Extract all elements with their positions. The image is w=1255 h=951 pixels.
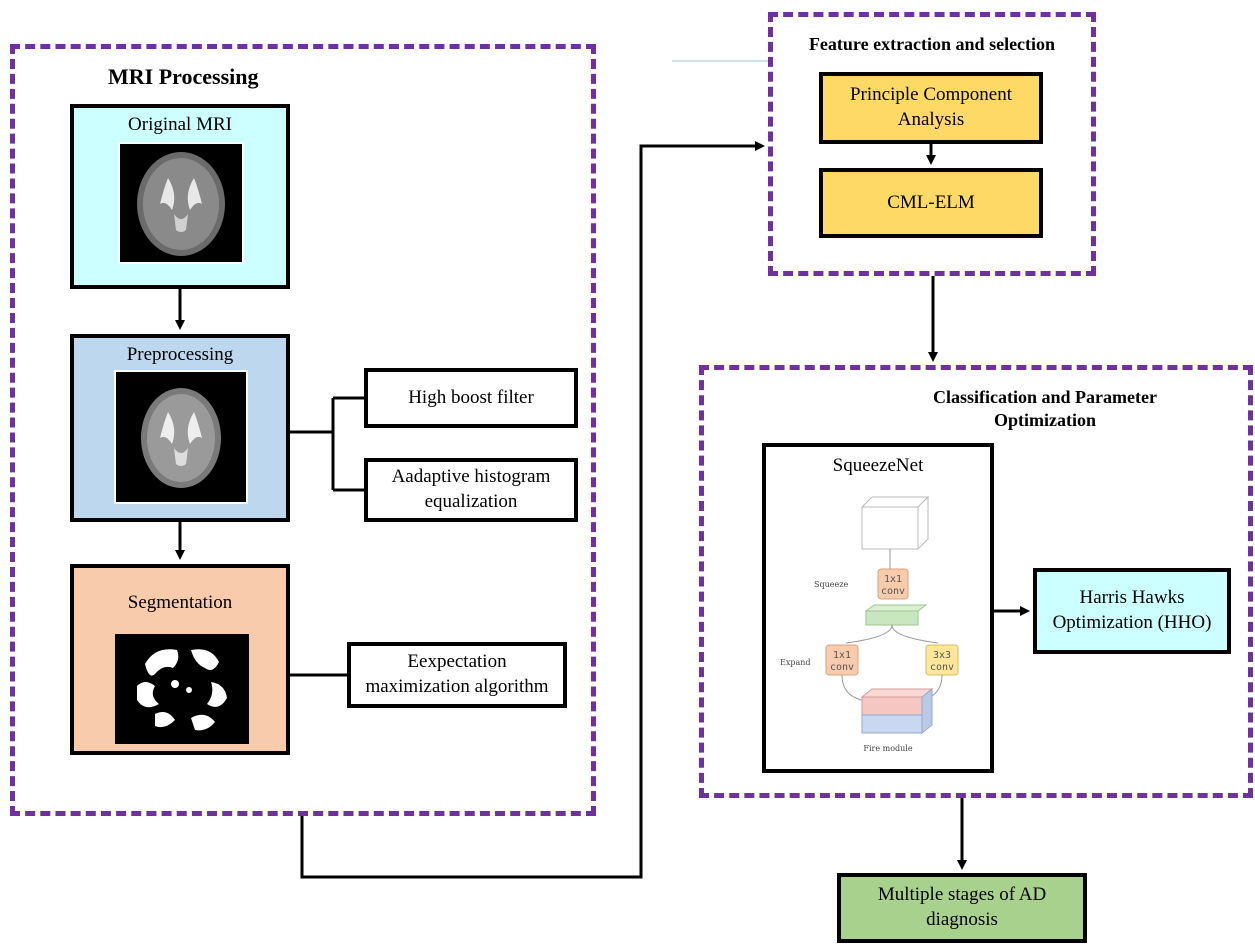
squeeze-conv-label: 1x1 [884, 574, 902, 585]
expand-text: Expand [780, 658, 811, 667]
mri-processing-title: MRI Processing [108, 64, 259, 89]
pca-box: Principle Component Analysis [819, 72, 1043, 144]
svg-text:conv: conv [830, 662, 854, 673]
preprocessing-box: Preprocessing [70, 334, 290, 522]
cml-elm-box: CML-ELM [819, 168, 1043, 238]
output-tensor-icon [860, 687, 934, 735]
ad-diagnosis-box: Multiple stages of AD diagnosis [837, 873, 1087, 943]
squeeze-text: Squeeze [814, 580, 848, 589]
segmentation-box: Segmentation [70, 564, 290, 755]
brain-scan-icon [141, 388, 221, 488]
mri-processing-group [10, 44, 596, 816]
feature-extraction-group [768, 12, 1096, 276]
brain-scan-icon [137, 152, 225, 256]
svg-text:1x1: 1x1 [833, 650, 851, 661]
svg-text:3x3: 3x3 [933, 650, 951, 661]
preprocessing-image [114, 370, 248, 504]
original-mri-image [118, 142, 244, 264]
segmentation-label: Segmentation [127, 592, 233, 613]
squeeze-output-icon [864, 604, 928, 626]
original-mri-label: Original MRI [128, 114, 232, 135]
preprocessing-label: Preprocessing [126, 344, 234, 365]
header-shadow-line [672, 20, 770, 62]
feature-extraction-title: Feature extraction and selection [808, 34, 1056, 54]
segmented-brain-icon [137, 649, 227, 731]
high-boost-filter-box: High boost filter [364, 368, 578, 428]
adaptive-histogram-box: Aadaptive histogram equalization [364, 458, 578, 522]
squeeze-conv-icon [877, 568, 909, 600]
svg-text:conv: conv [930, 662, 954, 673]
squeezenet-label: SqueezeNet [832, 455, 924, 476]
em-algorithm-box: Eexpectation maximization algorithm [347, 642, 567, 708]
input-tensor-icon [860, 495, 930, 551]
fire-module-diagram: 1x1 conv Squeeze 1x1 conv 3x3 conv Expan… [780, 495, 959, 753]
svg-text:conv: conv [881, 586, 905, 597]
segmentation-image [115, 634, 249, 744]
classification-title: Classification and Parameter Optimizatio… [933, 387, 1157, 431]
hho-box: Harris Hawks Optimization (HHO) [1033, 568, 1231, 654]
fire-module-text: Fire module [863, 744, 912, 753]
original-mri-box: Original MRI [70, 104, 290, 289]
classification-group [699, 365, 1253, 798]
squeezenet-box: SqueezeNet 1x1 conv Squeeze 1x1 conv 3x3… [762, 443, 994, 773]
